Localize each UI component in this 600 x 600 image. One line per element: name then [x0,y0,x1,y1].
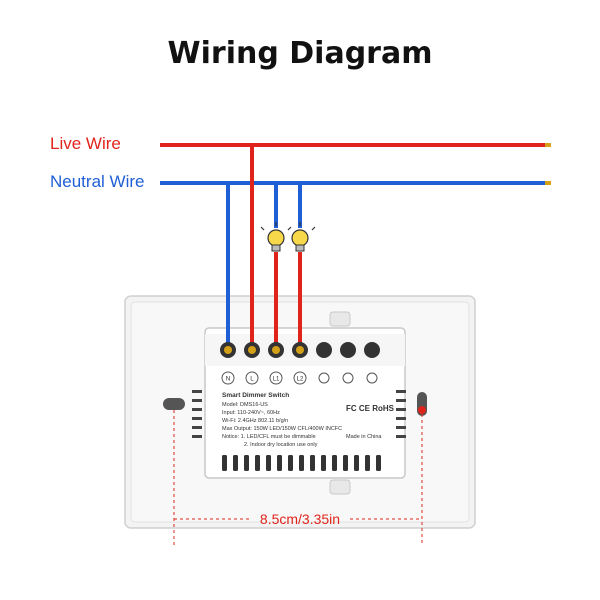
dimension-label: 8.5cm/3.35in [260,511,340,527]
light-bulb-icon [291,222,316,252]
vent-slot [277,455,282,471]
mount-tab-bottom [329,479,351,495]
module-notice-2: 2. Indoor dry location use only [244,442,318,448]
side-vent-slot [396,435,406,438]
side-vent-slot [192,435,202,438]
vent-slot [365,455,370,471]
terminal-screw-unused-1 [316,342,332,358]
vent-slot [299,455,304,471]
terminal-screw-unused-3 [364,342,380,358]
vent-slot [244,455,249,471]
made-in-label: Made in China [346,434,382,440]
vent-slot [343,455,348,471]
vent-slot [288,455,293,471]
vent-slot [255,455,260,471]
side-vent-slot [396,417,406,420]
page-title: Wiring Diagram [167,36,433,71]
side-vent-slot [396,390,406,393]
terminal-label-n: N [226,376,231,383]
module-model: Model: DMS16-US [222,402,268,408]
side-vent-slot [192,399,202,402]
vent-slot [332,455,337,471]
vent-slot [376,455,381,471]
terminal-labels: N L L1 L2 [221,371,378,385]
module-input: Input: 110-240V~, 60Hz [222,410,280,416]
vent-slot [310,455,315,471]
mount-tab-top [329,311,351,327]
vent-slots [222,455,381,471]
module-name: Smart Dimmer Switch [222,392,289,399]
terminal-label-l1: L1 [273,377,280,383]
side-vent-slot [396,408,406,411]
side-vent-slot [192,417,202,420]
certification-marks: FC CE RoHS [346,404,395,413]
left-screw-slot [163,398,185,410]
vent-slot [321,455,326,471]
terminal-screw-unused-2 [340,342,356,358]
terminal-label-l2: L2 [297,377,304,383]
side-vent-slot [192,390,202,393]
side-vent-slot [192,408,202,411]
module-wifi: Wi-Fi: 2.4GHz 802.11 b/g/n [222,418,288,424]
terminal-screw-n [220,342,236,358]
right-screw-marker [418,406,426,414]
vent-slot [354,455,359,471]
module-max-output: Max Output: 150W LED/150W CFL/400W INCFC [222,426,342,432]
vent-slot [266,455,271,471]
neutral-wire-label: Neutral Wire [50,172,145,191]
live-wire-label: Live Wire [50,134,121,153]
vent-slot [233,455,238,471]
terminal-screw-l2 [292,342,308,358]
module-notice-1: Notice: 1. LED/CFL must be dimmable [222,434,316,440]
side-vent-slot [396,426,406,429]
terminal-screw-l1 [268,342,284,358]
side-vent-slots [192,390,406,438]
side-vent-slot [192,426,202,429]
vent-slot [222,455,227,471]
terminal-label-l: L [250,376,254,383]
light-bulb-icon [260,222,292,252]
side-vent-slot [396,399,406,402]
terminal-screw-l [244,342,260,358]
